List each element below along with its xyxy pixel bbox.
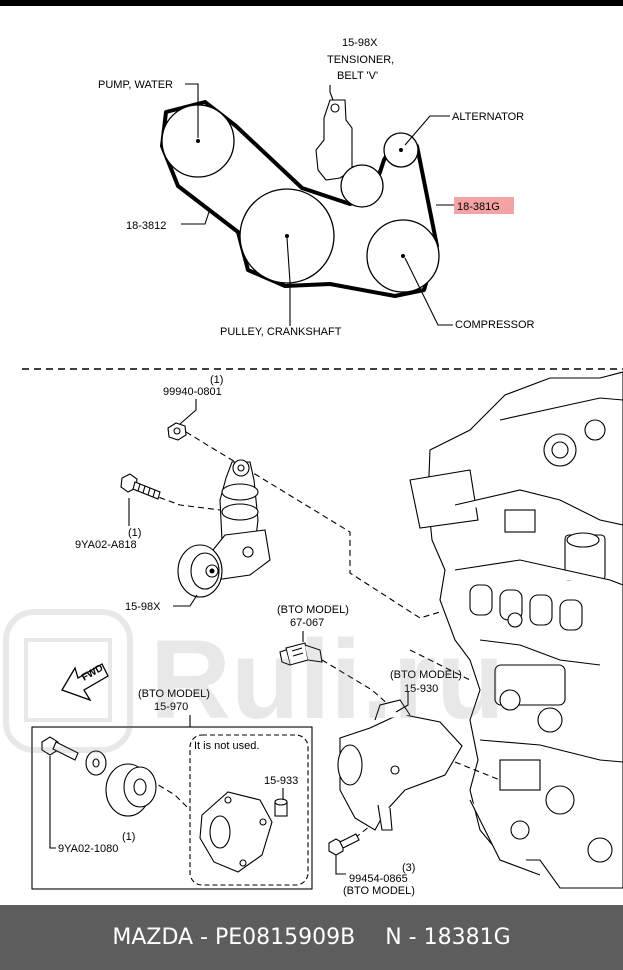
leader-nut xyxy=(179,399,197,425)
footer-bar: MAZDA - PE0815909B N - 18381G xyxy=(0,905,623,970)
footer-brand-part: MAZDA - PE0815909B xyxy=(112,925,356,950)
label-idler-part: 15-970 xyxy=(154,701,188,713)
assembly-line-bracket-bolt xyxy=(354,817,381,839)
label-belt-part: 18-3812 xyxy=(126,220,166,232)
tensioner-bolt xyxy=(120,473,161,500)
assembly-line-engine xyxy=(409,649,471,681)
alternator-center xyxy=(399,148,403,152)
tensioner-assembly xyxy=(177,459,271,598)
watermark: Ruli.ru xyxy=(3,609,505,753)
label-idler-bolt-part: 9YA02-1080 xyxy=(58,843,118,855)
exploded-view: FWD (1) 99940-0801 (1) 9YA02-A818 15-98X… xyxy=(31,371,623,897)
label-alternator: ALTERNATOR xyxy=(452,111,524,123)
not-used-frame xyxy=(189,734,309,886)
label-sensor-part: 67-067 xyxy=(290,617,324,629)
label-bracket-bolt-qty: (3) xyxy=(402,862,415,874)
flange-nut xyxy=(167,422,187,441)
label-spacer-part: 15-933 xyxy=(264,775,298,787)
label-compressor: COMPRESSOR xyxy=(455,319,535,331)
assembly-line-nut xyxy=(185,431,441,619)
idler-washer-hole xyxy=(92,758,100,768)
label-not-used: It is not used. xyxy=(194,740,259,752)
leader-idler-bolt xyxy=(49,756,56,849)
tensioner-bracket xyxy=(315,99,353,181)
leader-bracket xyxy=(395,691,409,713)
leader-belt xyxy=(181,211,210,225)
parts-diagram: 15-98X TENSIONER, BELT 'V' PUMP, WATER A… xyxy=(0,0,623,897)
sensor xyxy=(279,642,323,666)
label-tensioner-part: 15-98X xyxy=(342,37,378,49)
assembly-line-bolt xyxy=(149,493,221,511)
tensioner-bolt-hole xyxy=(330,103,340,113)
highlight-box xyxy=(454,197,514,214)
idler-bolt xyxy=(41,736,79,761)
label-bracket-note: (BTO MODEL) xyxy=(390,669,462,681)
fwd-arrow-icon: FWD xyxy=(61,663,109,702)
leader-tensioner xyxy=(329,85,334,101)
tensioner-pulley xyxy=(340,164,384,208)
label-idler-note: (BTO MODEL) xyxy=(138,688,210,700)
footer-ref: N - 18381G xyxy=(385,925,511,950)
engine-block xyxy=(409,371,623,889)
spacer xyxy=(274,798,288,817)
leader-tensioner-2 xyxy=(173,594,198,607)
label-bracket-bolt-part: 99454-0865 xyxy=(349,873,408,885)
leader-crankshaft xyxy=(286,237,291,326)
crankshaft-center xyxy=(285,234,289,238)
label-bracket-bolt-note: (BTO MODEL) xyxy=(343,885,415,897)
compressor-center xyxy=(401,254,405,258)
label-bolt-part: 9YA02-A818 xyxy=(75,539,137,551)
label-bracket-part: 15-930 xyxy=(404,683,438,695)
assembly-line-idler xyxy=(149,779,191,811)
assembly-line-bracket xyxy=(454,761,501,781)
label-tensioner-name: TENSIONER, xyxy=(327,54,394,66)
top-border xyxy=(0,0,623,6)
bracket xyxy=(337,699,463,831)
watermark-text: Ruli.ru xyxy=(150,617,505,742)
label-tensioner-part-2: 15-98X xyxy=(125,601,161,613)
bracket-bolt xyxy=(328,833,360,856)
label-sensor-note: (BTO MODEL) xyxy=(277,604,349,616)
unused-bracket xyxy=(199,791,273,873)
label-bolt-qty: (1) xyxy=(128,527,141,539)
label-nut-qty: (1) xyxy=(210,374,223,386)
leader-compressor xyxy=(404,257,453,326)
label-highlight-part: 18-381G xyxy=(457,201,500,213)
label-pump-water: PUMP, WATER xyxy=(98,79,173,91)
leader-alternator xyxy=(404,115,450,146)
leader-bracket-bolt xyxy=(335,855,346,875)
belt-routing-diagram: 15-98X TENSIONER, BELT 'V' PUMP, WATER A… xyxy=(98,37,535,338)
water-pump-center xyxy=(196,139,200,143)
idler-pulley xyxy=(105,763,157,817)
leader-water-pump xyxy=(185,83,199,138)
assembly-line-sensor xyxy=(321,659,391,707)
label-tensioner-name-2: BELT 'V' xyxy=(337,70,378,82)
label-nut-part: 99940-0801 xyxy=(163,386,222,398)
label-idler-bolt-qty: (1) xyxy=(122,831,135,843)
label-pulley-crankshaft: PULLEY, CRANKSHAFT xyxy=(220,326,342,338)
idler-kit-frame xyxy=(31,726,313,890)
